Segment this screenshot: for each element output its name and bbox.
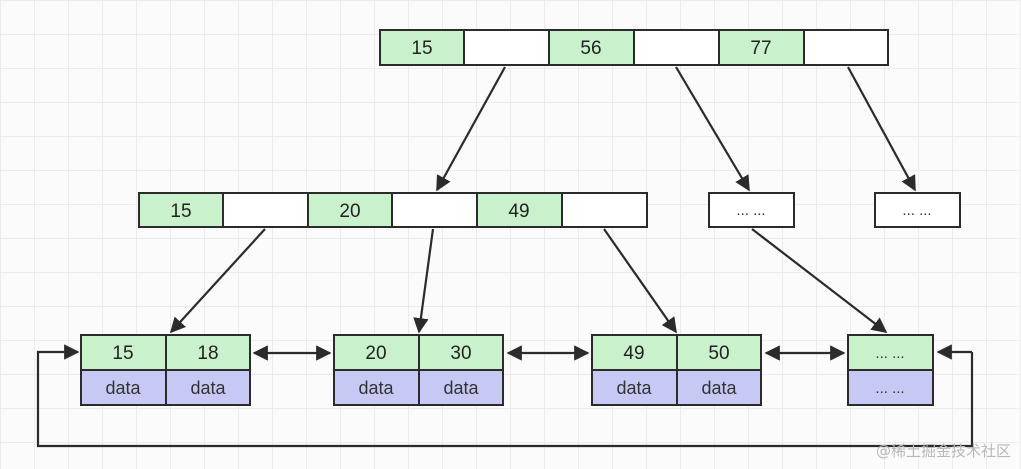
arrow-internal-to-leaf-3 [603,228,677,334]
root-pointer-cell [803,29,889,66]
root-pointer-cell [633,29,720,66]
root-node: 15 56 77 [379,29,889,66]
ellipsis-label: ... ... [736,202,765,219]
arrow-internal-to-leaf-1 [169,228,266,334]
leaf-key-label: 49 [623,343,644,364]
leaf-node-2: 20 30 data data [333,334,504,406]
leaf-data-cell [418,369,504,406]
ellipsis-label: ... ... [902,202,931,219]
internal-pointer-cell [222,192,309,228]
leaf-data-label: ... ... [875,380,904,397]
leaf-key-label: 50 [708,343,729,364]
arrow-root-to-ellipsis-2 [847,66,916,192]
leaf-data-label: data [616,378,652,398]
internal-key-label: 49 [508,201,529,222]
internal-key-cell [307,192,393,228]
internal-key-cell [476,192,563,228]
root-pointer-cell [463,29,550,66]
root-key-label: 15 [411,38,432,59]
root-key-label: 77 [750,38,771,59]
arrow-ellipsis-to-leaf-4 [751,228,888,333]
leaf-data-cell [847,369,934,406]
internal-node: 15 20 49 [138,192,648,228]
leaf-key-cell [591,334,678,371]
leaf-key-label: 15 [112,343,133,364]
root-key-cell [718,29,805,66]
root-key-cell [548,29,635,66]
leaf-data-cell [333,369,420,406]
leaf-node-3: 49 50 data data [591,334,762,406]
leaf-key-label: ... ... [875,345,904,362]
watermark: @稀土掘金技术社区 [875,442,1011,460]
leaf-data-cell [676,369,762,406]
ellipsis-node-1: ... ... [708,192,795,228]
arrow-root-to-ellipsis-1 [675,66,750,192]
leaf-data-label: data [190,378,226,398]
internal-key-label: 15 [170,201,191,222]
root-key-cell [379,29,465,66]
leaf-key-label: 18 [197,343,218,364]
ellipsis-node-2: ... ... [874,192,961,228]
root-key-label: 56 [580,38,601,59]
leaf-node-1: 15 18 data data [80,334,251,406]
arrow-internal-to-leaf-2 [413,228,435,334]
leaf-data-label: data [105,378,141,398]
arrows [36,66,974,448]
leaf-node-4: ... ... ... ... [847,334,934,406]
internal-key-label: 20 [339,201,360,222]
leaf-key-label: 30 [450,343,471,364]
leaf-data-cell [80,369,167,406]
leaf-data-label: data [443,378,479,398]
leaf-data-label: data [701,378,737,398]
internal-pointer-cell [391,192,478,228]
leaf-key-cell [80,334,167,371]
leaf-data-cell [165,369,251,406]
leaf-key-label: 20 [365,343,386,364]
leaf-key-cell [165,334,251,371]
internal-key-cell [138,192,224,228]
leaf-loop-link [36,344,974,448]
leaf-data-label: data [358,378,394,398]
arrow-root-to-internal [436,66,506,192]
internal-pointer-cell [561,192,648,228]
